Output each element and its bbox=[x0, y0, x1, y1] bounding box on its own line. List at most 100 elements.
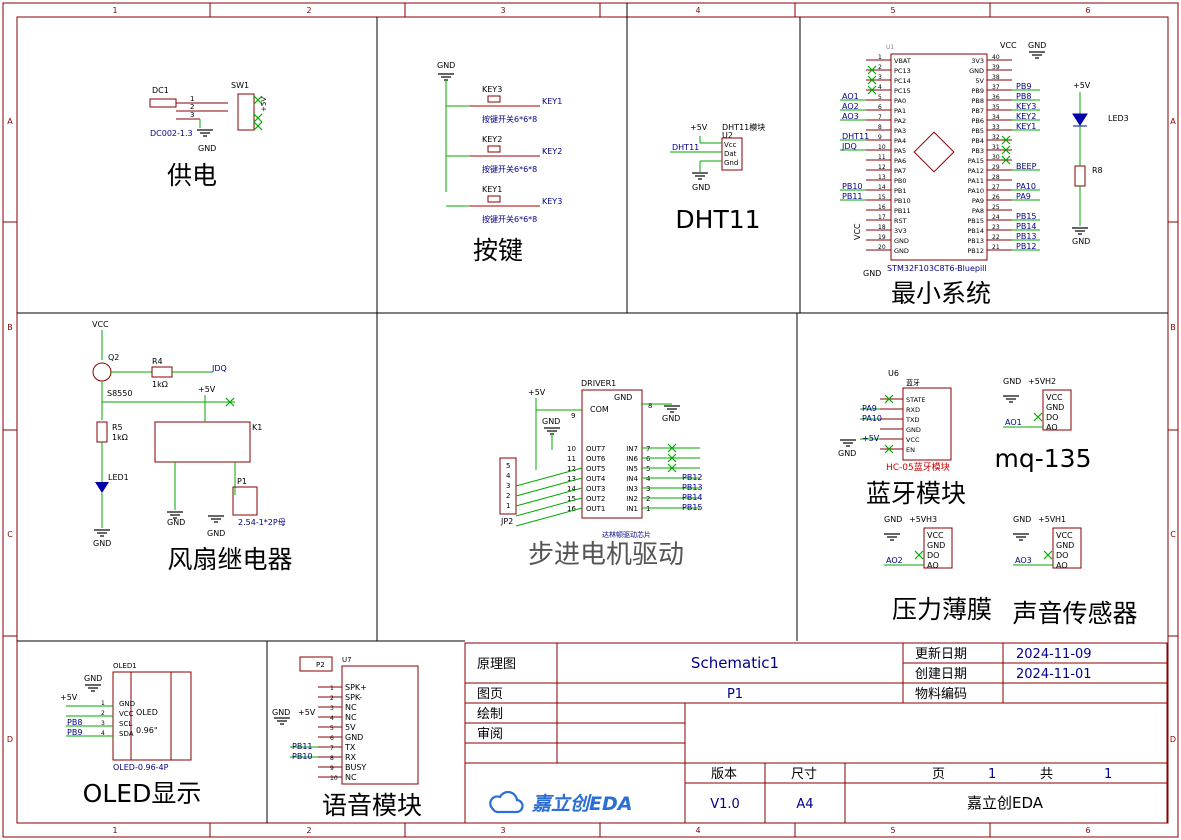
voice-pin: SPK- bbox=[345, 693, 362, 702]
mcu-pin-name: PA3 bbox=[894, 127, 906, 135]
voice-pin: SPK+ bbox=[345, 683, 367, 692]
driver-pin-num: 13 bbox=[567, 475, 576, 483]
oled-size: 0.96" bbox=[136, 726, 158, 735]
mcu-pin-name: PB0 bbox=[894, 177, 907, 185]
mcu-pin-num: 8 bbox=[878, 124, 882, 131]
mcu-pin-num: 35 bbox=[992, 104, 1000, 111]
mcu-5v: +5V bbox=[1073, 81, 1091, 90]
jp2-wire bbox=[515, 487, 583, 507]
mcu-pin-name: GND bbox=[894, 237, 909, 245]
mcu-net-label: JDQ bbox=[841, 142, 857, 151]
mcu-pin-num: 12 bbox=[878, 164, 886, 171]
dht-ref: U2 bbox=[722, 131, 733, 140]
mcu-net-label: KEY2 bbox=[1016, 112, 1036, 121]
col-label: 1 bbox=[112, 6, 117, 15]
bt-pin-name: VCC bbox=[906, 436, 920, 444]
key-switch-symbol bbox=[487, 145, 501, 153]
sensor-5v: +5V bbox=[909, 515, 927, 524]
r4-ref: R4 bbox=[152, 357, 163, 366]
mcu-net-label: DHT11 bbox=[842, 132, 869, 141]
mcu-pin-num: 37 bbox=[992, 84, 1000, 91]
driver-gnd-left: GND bbox=[542, 417, 560, 426]
mcu-pin-num: 2 bbox=[878, 64, 882, 71]
tb-material-label: 物料编码 bbox=[915, 687, 967, 702]
driver-pin-num: 5 bbox=[646, 465, 650, 473]
mcu-gnd-bottom: GND bbox=[863, 269, 881, 278]
fan-gnd: GND bbox=[93, 539, 111, 548]
tb-size-value: A4 bbox=[796, 797, 813, 812]
sensor-pin: AO bbox=[927, 561, 939, 570]
mcu-pin-num: 14 bbox=[878, 184, 886, 191]
col-label: 4 bbox=[695, 826, 700, 835]
mcu-pin-num: 6 bbox=[878, 104, 882, 111]
driver-pin-num: 2 bbox=[646, 495, 650, 503]
mcu-pin-name: PB8 bbox=[971, 97, 984, 105]
oled-gnd: GND bbox=[84, 674, 102, 683]
driver-in-pin: IN2 bbox=[626, 495, 638, 503]
oled-pin: GND bbox=[119, 700, 135, 708]
r4-symbol bbox=[151, 366, 173, 378]
oled-pin-num: 3 bbox=[101, 720, 105, 727]
tb-size-label: 尺寸 bbox=[791, 767, 817, 782]
key-net: KEY3 bbox=[542, 197, 562, 206]
mcu-pin-name: PA8 bbox=[972, 207, 984, 215]
mcu-pin-num: 1 bbox=[878, 54, 882, 61]
sensor-gnd-symbol bbox=[1012, 533, 1030, 541]
dht-pin: Vcc bbox=[724, 141, 737, 149]
power-gnd-label: GND bbox=[198, 144, 216, 153]
mcu-pin-num: 4 bbox=[878, 84, 882, 91]
sensor-header bbox=[1042, 389, 1072, 431]
dht11-circuit: +5V DHT11模块 U2 Vcc Dat Gnd DHT11 GND bbox=[670, 122, 765, 192]
mcu-net-label: PB10 bbox=[842, 182, 863, 191]
mcu-pin-name: PB10 bbox=[894, 197, 911, 205]
key-part: 按键开关6*6*8 bbox=[482, 214, 537, 224]
mcu-net-label: PB15 bbox=[1016, 212, 1037, 221]
sensor-gnd-symbol bbox=[883, 533, 901, 541]
stepper-circuit: DRIVER1 COM GND 9 8 GND +5V GND 达林顿驱动芯片 … bbox=[499, 379, 703, 539]
mcu-pin-num: 17 bbox=[878, 214, 886, 221]
r8-gnd: GND bbox=[1072, 237, 1090, 246]
col-label: 1 bbox=[112, 826, 117, 835]
relay-k1-symbol bbox=[154, 421, 251, 463]
section-title-stepper: 步进电机驱动 bbox=[528, 540, 684, 570]
driver-net: PB12 bbox=[682, 473, 703, 482]
mcu-pin-name: PA4 bbox=[894, 137, 906, 145]
row-label: A bbox=[7, 117, 13, 126]
tb-created-label: 创建日期 bbox=[915, 667, 967, 682]
mcu-vcc-left: VCC bbox=[853, 223, 862, 240]
oled-pin: VCC bbox=[119, 710, 134, 718]
sensor-pin: VCC bbox=[1056, 531, 1073, 540]
voice-circuit: P2 U7 SPK+1SPK-2NC3NC45V5GND6TX7PB11RX8P… bbox=[272, 656, 419, 785]
col-label: 3 bbox=[500, 6, 505, 15]
voice-pin: TX bbox=[344, 743, 356, 752]
dht-pin: Gnd bbox=[724, 159, 738, 167]
sensor-pin: DO bbox=[927, 551, 939, 560]
col-label: 4 bbox=[695, 6, 700, 15]
key-switch-symbol bbox=[487, 95, 501, 103]
mcu-pin-num: 11 bbox=[878, 154, 886, 161]
driver-chip bbox=[581, 389, 643, 519]
voice-pin-num: 10 bbox=[330, 775, 338, 782]
fan-jdq-net: JDQ bbox=[211, 364, 227, 373]
tb-page-value: P1 bbox=[727, 687, 743, 702]
driver-pin-num: 4 bbox=[646, 475, 651, 483]
voice-pin: BUSY bbox=[345, 763, 366, 772]
mcu-pin-name: 3V3 bbox=[894, 227, 907, 235]
mcu-pin-num: 29 bbox=[992, 164, 1000, 171]
sensor-net: AO3 bbox=[1015, 556, 1032, 565]
mcu-pin-name: PA9 bbox=[972, 197, 984, 205]
mcu-net-label: PB12 bbox=[1016, 242, 1037, 251]
dc-jack-symbol bbox=[149, 98, 177, 108]
mcu-pin-num: 36 bbox=[992, 94, 1000, 101]
col-label: 5 bbox=[890, 6, 895, 15]
sensor-pin: AO bbox=[1056, 561, 1068, 570]
bt-module bbox=[902, 387, 952, 461]
col-label: 2 bbox=[306, 826, 311, 835]
tb-update-value: 2024-11-09 bbox=[1016, 647, 1092, 662]
oled-circuit: OLED1 OLED 0.96" OLED-0.96-4P GND1VCC2SC… bbox=[60, 662, 192, 772]
tb-page-k: 页 bbox=[932, 767, 945, 782]
voice-pin: 5V bbox=[345, 723, 356, 732]
col-label: 6 bbox=[1085, 6, 1090, 15]
mcu-pin-num: 34 bbox=[992, 114, 1000, 121]
